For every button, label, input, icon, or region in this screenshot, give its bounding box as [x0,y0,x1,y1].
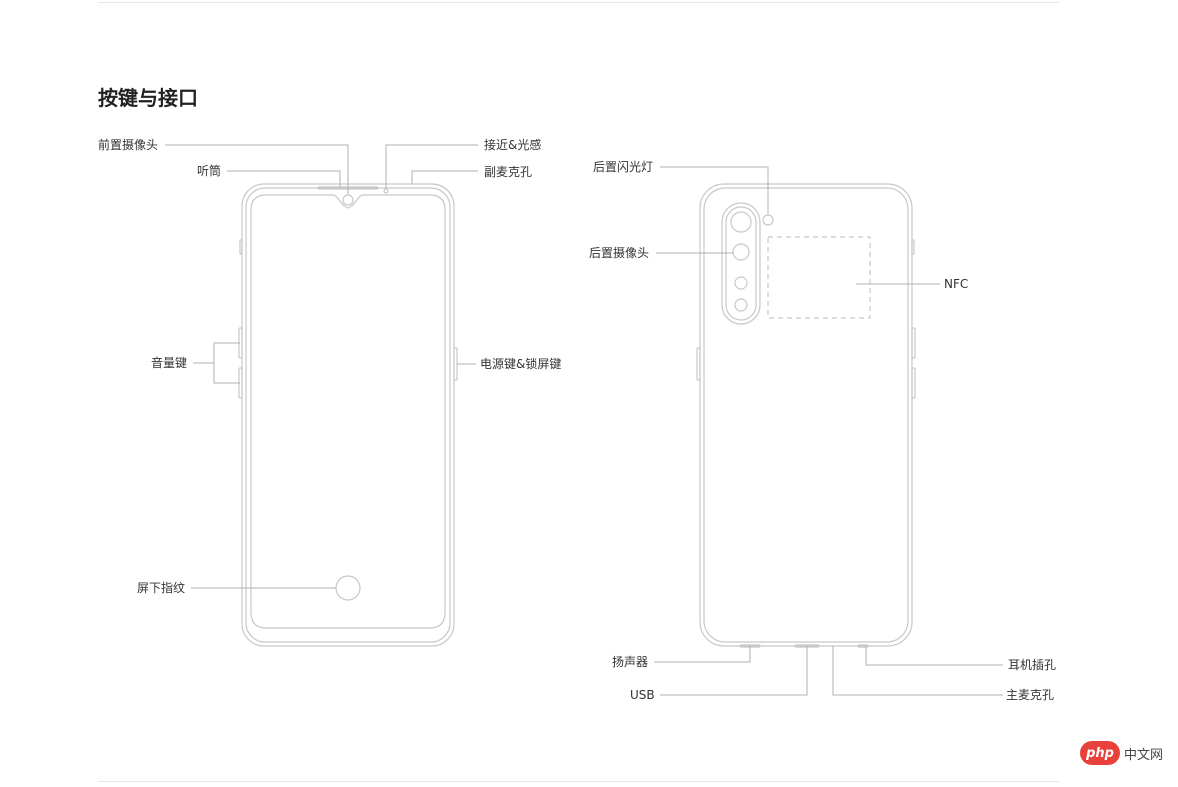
leader-proximity [385,144,478,188]
label-rear-camera: 后置摄像头 [589,245,649,260]
section-title: 按键与接口 [98,86,198,110]
label-rear-flash: 后置闪光灯 [593,160,653,174]
front-phone-body [241,183,455,647]
label-usb: USB [630,688,655,702]
leader-headphone [865,646,1003,666]
leader-volume-bracket [213,342,240,384]
rear-camera-lens-4 [734,298,748,312]
top-divider [98,2,1059,3]
leader-main-mic [832,646,1003,696]
label-power-lock: 电源键&锁屏键 [480,356,561,371]
back-right-button-1 [911,327,916,359]
leader-front-camera [165,144,349,194]
leader-secondary-mic [411,170,478,184]
front-phone [238,183,458,647]
back-phone-body [699,183,913,647]
label-volume-keys: 音量键 [151,355,187,370]
label-fingerprint: 屏下指纹 [137,580,185,595]
bottom-divider [98,781,1059,782]
fingerprint-icon [335,575,361,601]
front-phone-frame [245,187,451,643]
label-main-mic: 主麦克孔 [1006,688,1054,702]
proximity-sensor-icon [383,188,389,194]
back-right-small-button [911,239,915,255]
php-logo: php [1080,741,1120,765]
label-speaker: 扬声器 [612,654,648,669]
front-camera-icon [342,194,354,206]
watermark-site-text: 中文网 [1124,747,1164,763]
back-phone [696,183,916,648]
label-front-camera: 前置摄像头 [98,137,158,152]
rear-camera-lens-3 [734,276,748,290]
watermark: php 中文网 [1080,740,1163,766]
front-screen [250,194,446,629]
rear-camera-lens-1 [730,211,752,233]
headphone-port [857,644,869,648]
leader-usb [660,646,808,696]
rear-camera-lens-2 [732,243,750,261]
front-left-small-button [239,239,243,255]
back-left-button [696,347,701,381]
nfc-area [767,236,871,319]
label-proximity-light: 接近&光感 [484,137,541,152]
label-earpiece: 听筒 [197,163,221,178]
leader-speaker [654,646,751,663]
power-button [453,347,458,381]
back-phone-frame [703,187,909,643]
rear-flash-icon [762,214,774,226]
back-right-button-2 [911,367,916,399]
label-secondary-mic: 副麦克孔 [484,165,532,179]
front-leader-lines [165,144,478,589]
back-leader-lines [654,166,1003,696]
camera-module [721,202,761,325]
label-nfc: NFC [944,277,968,291]
label-headphone-jack: 耳机插孔 [1008,658,1056,672]
camera-module-inner [725,206,757,321]
leader-rear-flash [660,166,769,214]
leader-earpiece [227,170,341,187]
